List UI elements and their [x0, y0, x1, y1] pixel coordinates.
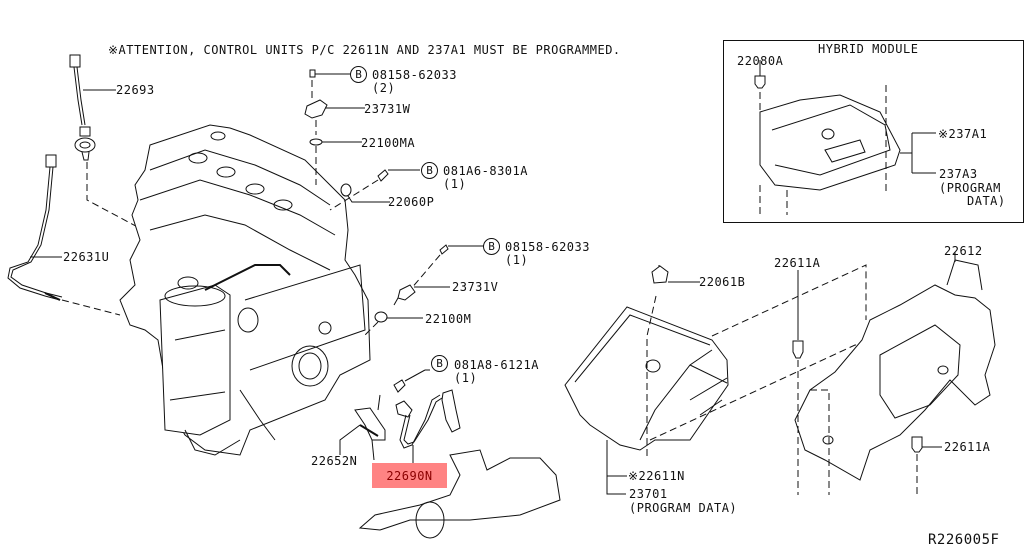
part-label-22611N[interactable]: ※22611N [628, 469, 685, 483]
highlighted-part-22690N[interactable]: 22690N [372, 463, 447, 488]
hybrid-module-drawing [754, 60, 936, 215]
qty-bolt-b3: (1) [454, 371, 478, 385]
bolt-marker-b: B [350, 66, 367, 83]
qty-bolt-top: (2) [372, 81, 396, 95]
hybrid-module-title: HYBRID MODULE [818, 42, 919, 56]
part-label-23731V[interactable]: 23731V [452, 280, 499, 294]
program-data-note-1: (PROGRAM [939, 181, 1001, 195]
part-label-08158-62033-mid[interactable]: 08158-62033 [505, 240, 590, 254]
part-label-22061B[interactable]: 22061B [699, 275, 746, 289]
cam-sensor-lower-drawing [364, 244, 484, 336]
part-label-22631U[interactable]: 22631U [63, 250, 110, 264]
part-label-237A1[interactable]: ※237A1 [938, 127, 988, 141]
cam-sensor-upper-drawing [304, 69, 420, 211]
exhaust-temp-sensor-drawing [7, 154, 121, 316]
part-label-081A8-6121A[interactable]: 081A8-6121A [454, 358, 539, 372]
part-label-22611A-lower[interactable]: 22611A [944, 440, 991, 454]
ecm-program-data-note: (PROGRAM DATA) [629, 501, 738, 515]
drawing-code: R226005F [928, 532, 1000, 548]
programming-notice: ※ATTENTION, CONTROL UNITS P/C 22611N AND… [108, 43, 621, 57]
part-label-22080A[interactable]: 22080A [737, 54, 784, 68]
part-label-23731W[interactable]: 23731W [364, 102, 411, 116]
bolt-marker-b: B [483, 238, 500, 255]
program-data-note-2: DATA) [967, 194, 1006, 208]
part-label-081A6-8301A[interactable]: 081A6-8301A [443, 164, 528, 178]
part-label-22060P[interactable]: 22060P [388, 195, 435, 209]
part-label-237A3[interactable]: 237A3 [939, 167, 978, 181]
part-label-23701[interactable]: 23701 [629, 487, 668, 501]
part-label-22652N[interactable]: 22652N [311, 454, 358, 468]
part-label-08158-62033-top[interactable]: 08158-62033 [372, 68, 457, 82]
part-label-22693[interactable]: 22693 [116, 83, 155, 97]
bolt-marker-b: B [421, 162, 438, 179]
part-label-22100M[interactable]: 22100M [425, 312, 472, 326]
part-label-22611A-upper[interactable]: 22611A [774, 256, 821, 270]
qty-bolt-mid: (1) [505, 253, 529, 267]
part-label-22690N: 22690N [386, 469, 433, 483]
qty-bolt-b2: (1) [443, 177, 467, 191]
part-label-22612[interactable]: 22612 [944, 244, 983, 258]
ecm-drawing [564, 264, 875, 495]
ecm-bracket-drawing [792, 252, 996, 495]
part-label-22100MA[interactable]: 22100MA [361, 136, 416, 150]
engine-assembly-drawing [119, 124, 371, 456]
bolt-marker-b: B [431, 355, 448, 372]
o2-sensor-lower-drawing [339, 369, 561, 539]
